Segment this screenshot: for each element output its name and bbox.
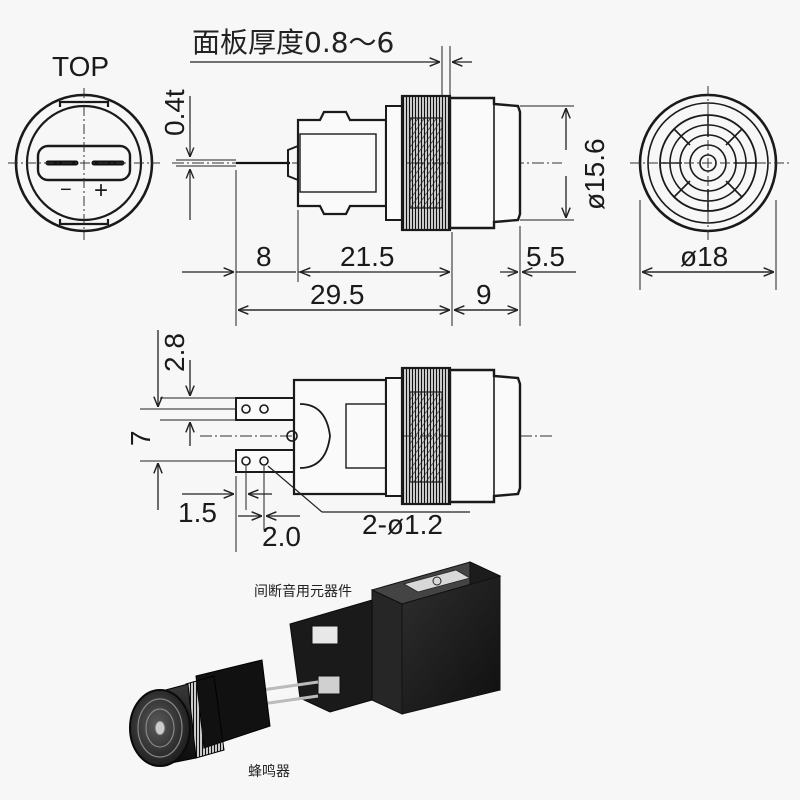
panel-thickness-label: 面板厚度0.8～6	[192, 26, 394, 59]
side-view: 面板厚度0.8～6 0.4t ø15.6 8 21.5 5.5 29.5	[159, 26, 610, 326]
holes-leader	[267, 465, 323, 513]
pin-thickness-label: 0.4t	[159, 89, 190, 136]
photo-label-buzzer: 蜂鸣器	[248, 763, 290, 780]
bottom-front-bezel	[448, 368, 522, 504]
dia-18-label: ø18	[680, 241, 728, 272]
bottom-view: 2.8 7 1.5 2.0 2-ø1.2	[125, 330, 552, 552]
bottom-housing-curve	[299, 403, 331, 469]
buzzer-face-ring-2	[145, 708, 175, 748]
dim-21-5-label: 21.5	[340, 241, 395, 272]
plus-mark: +	[94, 177, 108, 204]
top-view-label: TOP	[52, 51, 109, 82]
interrupter-box-face	[371, 589, 403, 715]
dim-7-label: 7	[125, 430, 156, 446]
side-front-bezel	[448, 96, 522, 230]
dim-2-8-label: 2.8	[159, 333, 190, 372]
side-housing-window	[299, 133, 377, 193]
side-pin-boot	[287, 145, 299, 181]
dia-15-6-label: ø15.6	[579, 138, 610, 210]
terminal-bottom-hole-2	[259, 456, 269, 466]
buzzer-pin-2	[261, 694, 319, 706]
dim-1-5-label: 1.5	[178, 497, 217, 528]
socket-opening-bottom	[317, 675, 341, 695]
top-view: TOP − +	[8, 51, 160, 240]
buzzer-face-center	[154, 720, 166, 736]
side-nut-flange	[385, 105, 403, 221]
dim-9-label: 9	[476, 279, 492, 310]
buzzer-pin-1	[261, 680, 319, 692]
terminal-top-hole-1	[241, 404, 251, 414]
side-rear-housing	[296, 110, 388, 216]
holes-label: 2-ø1.2	[362, 509, 443, 540]
side-nut-hatch	[409, 117, 443, 209]
interrupter-label-logo	[432, 576, 442, 586]
bottom-nut-hatch	[409, 391, 443, 483]
dim-2-0-label: 2.0	[262, 521, 301, 552]
front-view: ø18	[630, 86, 790, 290]
terminal-top-hole-2	[259, 404, 269, 414]
terminal-bottom	[235, 449, 295, 473]
product-photo: 间断音用元器件 蜂鸣器	[129, 561, 502, 780]
terminal-bottom-hole-1	[241, 456, 251, 466]
interrupter-box-side	[401, 575, 501, 715]
interrupter-socket	[289, 599, 373, 713]
bottom-center-boss	[286, 430, 298, 442]
dim-29-5-label: 29.5	[310, 279, 365, 310]
terminal-top	[235, 397, 295, 421]
dim-8-label: 8	[256, 241, 272, 272]
socket-opening-top	[311, 625, 339, 645]
photo-label-interrupter: 间断音用元器件	[254, 583, 352, 600]
bottom-housing	[292, 378, 388, 496]
bottom-nut-flange	[385, 377, 403, 497]
dim-5-5-label: 5.5	[526, 241, 565, 272]
interrupter-label-plate	[402, 569, 472, 593]
minus-mark: −	[60, 179, 72, 201]
buzzer-face-ring-1	[137, 698, 183, 758]
